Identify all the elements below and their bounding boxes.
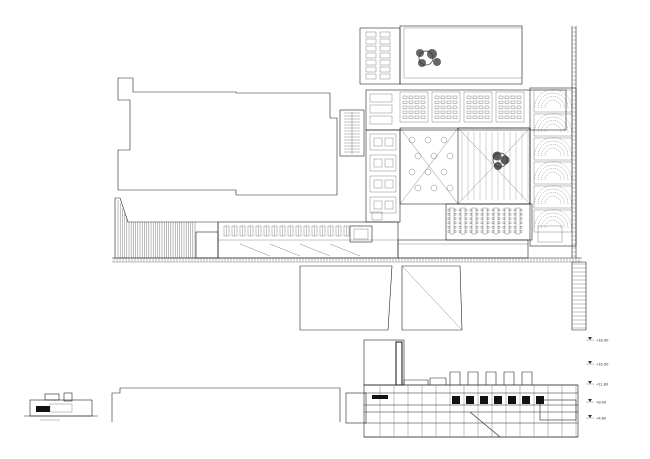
atrium (399, 127, 531, 205)
auditoriums (529, 87, 577, 247)
site-baseline (112, 257, 582, 263)
east-edge-ruler (571, 26, 577, 258)
north-rooms (359, 25, 523, 85)
hatched-wing (114, 197, 219, 259)
section-elevation-ticks: +18.40 +15.00 +11.80 +8.00 +4.80 (586, 337, 609, 421)
tree-atrium (492, 151, 510, 170)
elevation-label: +18.40 (596, 338, 609, 343)
classroom-row (365, 89, 567, 131)
lower-hall (397, 239, 529, 259)
stair-core (339, 109, 365, 157)
elevation-label: +11.80 (596, 382, 609, 387)
existing-building-outline (117, 77, 338, 196)
dining-tables (445, 203, 533, 241)
section-main (345, 339, 579, 438)
section-left-outline (111, 387, 341, 422)
elevation-label: +8.00 (596, 400, 607, 405)
elevation-label: +4.80 (596, 416, 607, 421)
elevation-label: +15.00 (596, 362, 609, 367)
west-rooms (365, 129, 401, 223)
tree-courtyard-north (416, 49, 441, 67)
plaza-outline (299, 261, 587, 331)
key-plan (24, 392, 98, 421)
corridor-cells (217, 221, 399, 259)
